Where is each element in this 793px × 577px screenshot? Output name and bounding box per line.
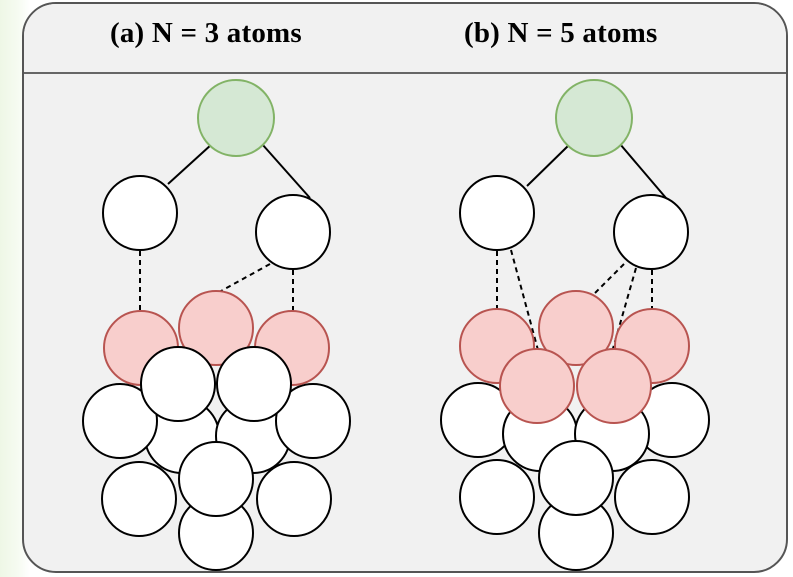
root-node	[555, 79, 633, 157]
tree-edge	[526, 143, 571, 187]
panel-a-title: (a) N = 3 atoms	[110, 17, 302, 49]
panel-b-title: (b) N = 5 atoms	[464, 17, 658, 49]
child-node	[255, 194, 331, 270]
bulk-atom	[82, 383, 158, 459]
bulk-atom	[459, 459, 535, 535]
bulk-atom	[275, 383, 351, 459]
bulk-atom	[256, 461, 332, 537]
root-node	[197, 79, 275, 157]
bulk-atom	[140, 346, 216, 422]
panel-a-diagram	[82, 79, 351, 571]
tree-edge	[167, 143, 213, 185]
header-band	[24, 4, 786, 74]
adsorption-site-atom	[499, 348, 575, 424]
bulk-atom	[101, 461, 177, 537]
tree-edge	[619, 143, 667, 199]
child-node	[459, 175, 535, 251]
tree-edge	[261, 143, 311, 199]
bulk-atom	[178, 441, 254, 517]
adsorption-site-atom	[576, 348, 652, 424]
panel-b-diagram	[440, 79, 710, 571]
child-node	[102, 175, 178, 251]
child-node	[613, 194, 689, 270]
bulk-atom	[614, 459, 690, 535]
bulk-atom	[216, 346, 292, 422]
bulk-atom	[538, 440, 614, 516]
dashed-link	[591, 263, 625, 297]
adsorption-site-atom	[538, 290, 614, 366]
adsorption-site-atom	[178, 290, 254, 366]
